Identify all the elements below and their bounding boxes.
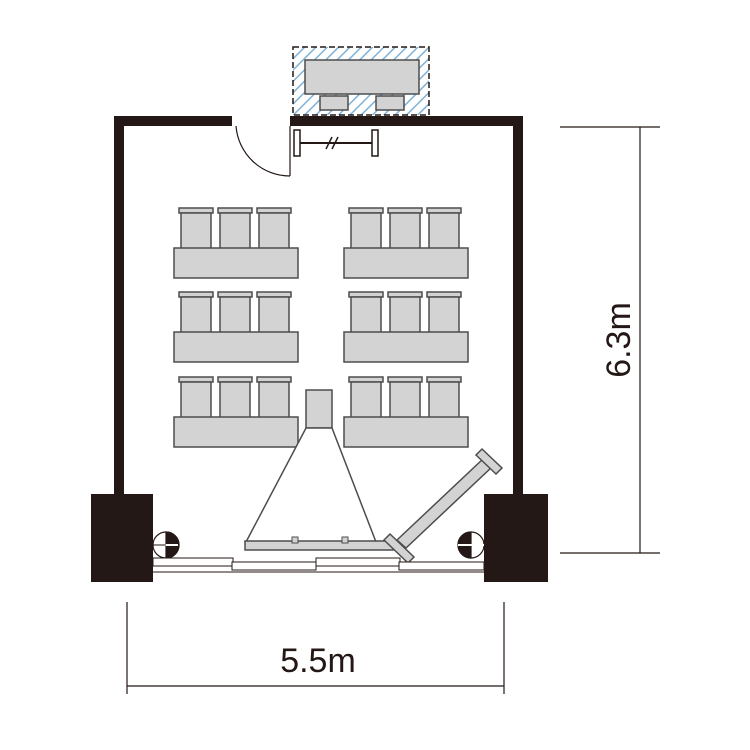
- height-dimension: [560, 126, 660, 554]
- table: [173, 331, 299, 363]
- sliding-window: [152, 557, 485, 573]
- chair: [180, 212, 212, 250]
- table: [173, 416, 299, 448]
- chair: [350, 296, 382, 334]
- table: [173, 247, 299, 279]
- width-dimension: [126, 602, 505, 694]
- projector: [305, 389, 333, 429]
- whiteboard-stand-icon: [382, 447, 504, 565]
- whiteboard-icon: [293, 129, 379, 157]
- chair: [219, 296, 251, 334]
- chair: [389, 381, 421, 419]
- chair: [219, 212, 251, 250]
- door-swing-icon: [235, 125, 291, 177]
- chair: [258, 212, 290, 250]
- chair: [428, 381, 460, 419]
- chair: [180, 381, 212, 419]
- chair: [350, 212, 382, 250]
- table: [343, 247, 469, 279]
- chair: [258, 296, 290, 334]
- chair: [389, 212, 421, 250]
- outlet-icon: [457, 531, 485, 559]
- chair: [219, 381, 251, 419]
- projector-screen-icon: [244, 389, 394, 551]
- width-label: 5.5m: [280, 642, 356, 680]
- table: [343, 416, 469, 448]
- height-label: 6.3m: [600, 302, 638, 378]
- left-pillar: [91, 494, 153, 582]
- table: [343, 331, 469, 363]
- chair: [258, 381, 290, 419]
- right-pillar: [484, 494, 548, 582]
- seating-area: [173, 207, 469, 448]
- chair: [350, 381, 382, 419]
- screen-bar: [244, 540, 394, 551]
- air-conditioner-icon: [292, 46, 430, 116]
- chair: [389, 296, 421, 334]
- chair: [428, 296, 460, 334]
- chair: [180, 296, 212, 334]
- room-walls: [91, 116, 548, 582]
- chair: [428, 212, 460, 250]
- outlet-icon: [152, 531, 180, 559]
